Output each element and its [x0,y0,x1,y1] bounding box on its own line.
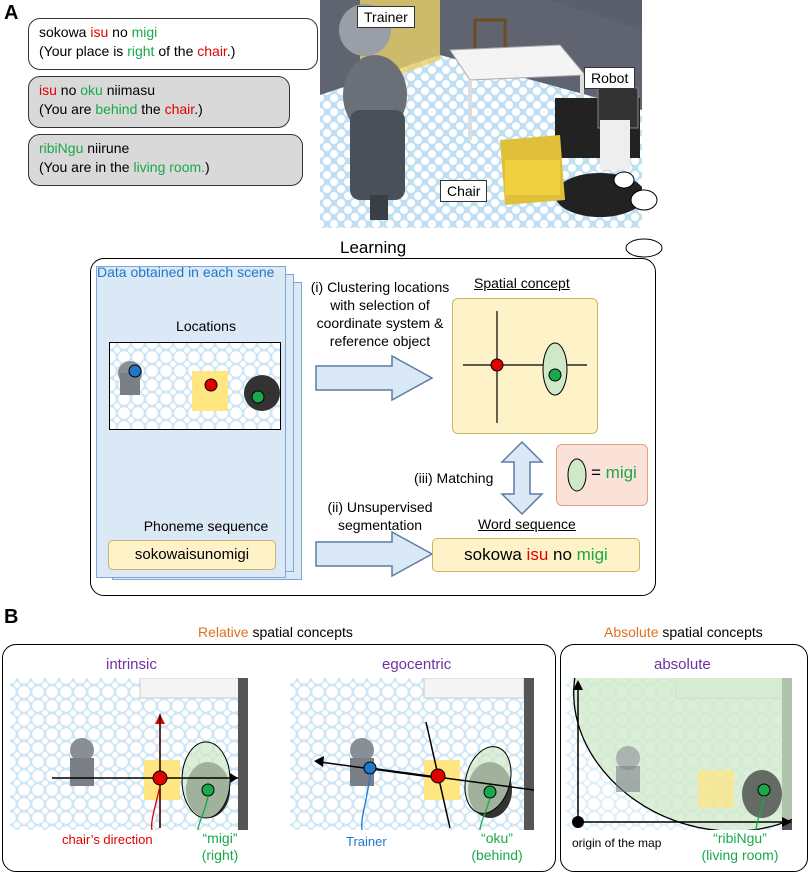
intrinsic-drawing [52,678,248,830]
b1-l2b: right [127,43,155,59]
spatial-concept-plot [463,311,587,423]
relative-rest: spatial concepts [248,624,353,640]
scene-label-robot: Robot [584,67,636,89]
locations-map-drawing [118,361,280,411]
b2-w1: isu [39,82,57,98]
origin-label: origin of the map [572,836,662,850]
relative-title: Relative spatial concepts [198,624,353,640]
ribingu-label-group: “ribiNgu” (living room) [690,830,790,864]
sub-egocentric: egocentric [382,656,452,673]
intrinsic-map [10,678,248,830]
speech-bubble-3: ribiNgu niirune (You are in the living r… [28,134,303,186]
egocentric-map [290,678,534,830]
scene-illustration [320,0,642,228]
step3-text: (iii) Matching [414,470,494,486]
data-box-title: Data obtained in each scene [97,264,275,280]
b3-end: ) [205,159,210,175]
absolute-map [566,678,792,830]
word-sequence-box: sokowa isu no migi [432,538,640,572]
sub-intrinsic: intrinsic [106,656,157,673]
spatial-concept-title-text: Spatial concept [474,275,570,291]
scene-label-trainer: Trainer [357,6,415,28]
right-label: (right) [201,847,239,863]
b1-l2a: (Your place is [39,43,128,59]
b1-l2c: of the [154,43,198,59]
b2-l2c: the [137,101,165,117]
locations-map [109,342,281,430]
migi-label-group: “migi” (right) [190,830,250,864]
behind-label: (behind) [471,847,523,863]
b1-end: .) [226,43,236,59]
egocentric-drawing [314,678,534,830]
speech-bubble-1: sokowa isu no migi (Your place is right … [28,18,318,70]
b3-w1: ribiNgu [39,140,84,156]
b2-l2a: (You are [39,101,96,117]
equals-sign: = [591,463,606,482]
thought-dots [613,171,663,258]
b1-w1: sokowa [39,24,91,40]
b1-l2d: chair [197,43,227,59]
oku-label-group: “oku” (behind) [462,830,532,864]
arrow-matching [500,440,544,516]
word-sequence-title: Word sequence [478,516,576,532]
scene-label-chair: Chair [440,180,488,202]
migi-quote: “migi” [202,830,238,846]
b2-l2b: behind [95,101,138,117]
absolute-rest: spatial concepts [658,624,763,640]
migi-word: migi [605,463,637,482]
b3-l2a: (You are in the [39,159,134,175]
sub-absolute: absolute [654,656,711,673]
b2-l2d: chair [164,101,195,117]
migi-box: = migi [556,444,648,506]
trainer-label: Trainer [346,834,387,849]
absolute-title: Absolute spatial concepts [604,624,763,640]
spatial-concept-box [452,298,598,434]
b2-end: .) [194,101,203,117]
word-sequence-title-text: Word sequence [478,516,576,532]
b2-w2: no [56,82,81,98]
living-room-label: (living room) [701,847,779,863]
ribingu-quote: “ribiNgu” [713,830,767,846]
b3-l2b: living room. [133,159,206,175]
panel-b-letter: B [4,606,19,628]
ws-w4: migi [576,545,608,564]
panel-a-letter: A [4,2,19,24]
ws-w2: isu [526,545,549,564]
oku-quote: “oku” [481,830,513,846]
absolute-word: Absolute [604,624,659,640]
relative-box [2,644,556,872]
absolute-drawing [566,678,792,830]
b3-w2: niirune [83,140,130,156]
b1-w2: isu [90,24,109,40]
migi-ellipse [567,458,587,492]
arrow-segmentation [315,530,434,578]
absolute-box [560,644,808,872]
relative-word: Relative [198,624,249,640]
spatial-concept-title: Spatial concept [474,275,570,291]
b2-w4: niimasu [102,82,155,98]
step2-text: (ii) Unsupervised segmentation [327,499,433,533]
b1-w3: no [108,24,132,40]
arrow-clustering [315,354,434,402]
b1-w4: migi [131,24,158,40]
ws-w3: no [548,545,577,564]
phoneme-value: sokowaisunomigi [108,540,276,570]
b2-w3: oku [80,82,103,98]
speech-bubble-2: isu no oku niimasu (You are behind the c… [28,76,290,128]
locations-label: Locations [176,318,236,334]
learning-title: Learning [340,238,407,257]
scene-image [320,0,642,228]
phoneme-label: Phoneme sequence [143,518,269,534]
step1-text: (i) Clustering locations with selection … [310,279,450,349]
ws-w1: sokowa [464,545,527,564]
chairs-direction-label: chair’s direction [62,832,153,847]
